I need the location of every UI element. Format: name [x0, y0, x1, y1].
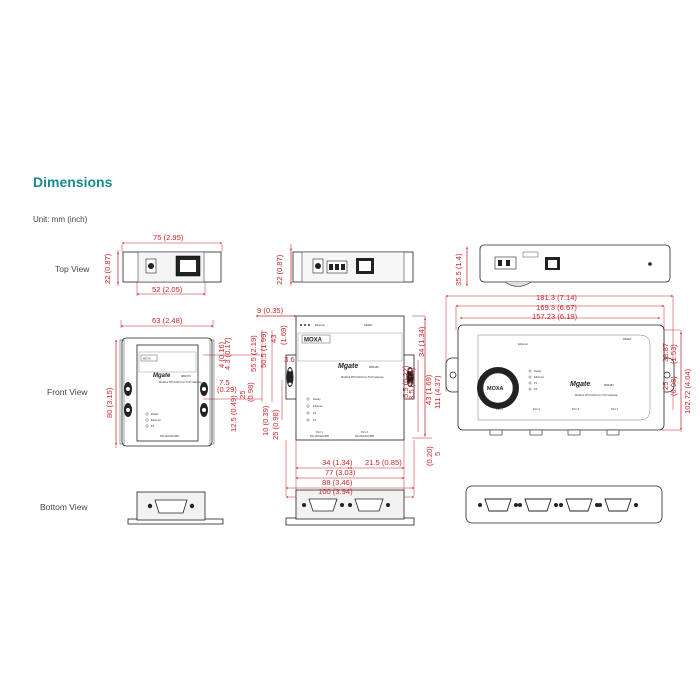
mb3180-brand: Mgate	[338, 363, 358, 370]
dim-34-vert: 34 (1.34)	[417, 326, 426, 357]
dim-88: 88 (3.46)	[322, 478, 353, 487]
dim-52: 52 (2.05)	[152, 285, 183, 294]
dim-7-5: 7.5	[219, 378, 230, 387]
dim-1-69-mid: (1.69)	[279, 325, 288, 345]
dim-5: 5	[433, 452, 442, 456]
dim-0-98-c: (0.98)	[669, 376, 678, 396]
mb3480-bottom-view	[465, 485, 663, 524]
dim-22-left: 22 (0.87)	[103, 253, 112, 284]
dim-0-20: (0.20)	[425, 446, 434, 466]
mb3180-ready-label: Ready	[313, 397, 321, 401]
dim-0-98-a: (0.98)	[246, 382, 255, 402]
mb3180-p1-label: P1	[313, 411, 317, 415]
mb3170-subtitle: Modbus RTU/ASCII-to-TCP Gateway	[159, 380, 202, 384]
mb3170-bottom-view	[127, 491, 224, 525]
mb3170-ready-label: Ready	[151, 412, 159, 416]
dim-25-a: 25	[238, 391, 247, 399]
dim-12-5: 12.5 (0.49)	[229, 395, 238, 432]
dim-3-5: 3.5 (0.14)	[407, 367, 416, 400]
mb3170-p1-label: P1	[151, 424, 155, 428]
dim-80: 80 (3.15)	[105, 387, 114, 418]
dim-4-3: 4.3 (0.17)	[223, 337, 232, 370]
mb3180-reset-label: RESET	[364, 323, 373, 327]
dim-102-72: 102.72 (4.04)	[683, 368, 692, 414]
mb3180-model: MB3180	[369, 365, 379, 369]
mb3180-port1-rs: RS-232/422/485	[310, 434, 329, 438]
dimension-labels: 75 (2.95) 22 (0.87) 52 (2.05) 63 (2.48) …	[103, 233, 692, 496]
dim-3-6: 3.6	[284, 355, 295, 364]
dim-38-87: 38.87	[661, 343, 670, 362]
dim-100: 100 (3.94)	[318, 487, 353, 496]
mb3180-port2-rs: RS-232/422/485	[355, 434, 374, 438]
top-view-label: Top View	[55, 264, 90, 274]
dim-34-horiz: 34 (1.34)	[322, 458, 353, 467]
moxa-logo-a: MOXA	[143, 357, 151, 361]
dim-21-5: 21.5 (0.85)	[365, 458, 402, 467]
dim-5-5: 5.5 (0.22)	[401, 365, 410, 398]
page-title: Dimensions	[33, 174, 113, 190]
dim-55-5: 55.5 (2.19)	[249, 335, 258, 372]
mb3480-p1-label: P1	[534, 381, 538, 385]
mb3480-port3-label: Port 3	[572, 407, 579, 411]
unit-note: Unit: mm (inch)	[33, 215, 88, 224]
dim-111: 111 (4.37)	[433, 375, 442, 409]
dim-25-b: 25 (0.98)	[271, 409, 280, 440]
mb3180-subtitle: Modbus RTU/ASCII-to-TCP Gateway	[341, 375, 384, 379]
dim-43-vert: 43 (1.69)	[424, 374, 433, 405]
mb3180-port1-label: Port 1	[316, 430, 323, 434]
moxa-logo-c: MOXA	[487, 386, 504, 392]
dim-75: 75 (2.95)	[153, 233, 184, 242]
mb3170-model: MB3170	[181, 374, 191, 378]
dim-10: 10 (0.39)	[261, 405, 270, 436]
dim-22-mid: 22 (0.87)	[275, 254, 284, 285]
mb3480-top-view	[479, 244, 671, 287]
mb3480-model: MB3480	[604, 383, 614, 387]
moxa-logo-b: MOXA	[304, 338, 323, 344]
dim-0-29: (0.29)	[217, 385, 237, 394]
mb3180-front-view: Ethernet RESET MOXA Mgate MB3180 Modbus …	[285, 315, 415, 441]
mb3170-front-view: MOXA Mgate MB3170 Modbus RTU/ASCII-to-TC…	[119, 337, 215, 447]
mb3480-ready-label: Ready	[534, 369, 542, 373]
mb3480-ethernet-label: Ethernet	[534, 375, 544, 379]
mb3480-port1-label: Port 1	[496, 407, 503, 411]
mb3480-p2-label: P2	[534, 387, 538, 391]
dim-43-mid: 43	[269, 335, 278, 343]
mb3480-brand: Mgate	[570, 381, 590, 388]
dim-181-3: 181.3 (7.14)	[536, 293, 577, 302]
dim-1-53: (1.53)	[669, 344, 678, 364]
dim-77: 77 (3.03)	[325, 468, 356, 477]
dim-157-23: 157.23 (6.19)	[532, 312, 578, 321]
mb3170-top-view	[122, 251, 222, 283]
dim-50-5: 50.5 (1.99)	[259, 331, 268, 368]
mb3180-top-view	[292, 251, 414, 283]
dim-9: 9 (0.35)	[257, 306, 284, 315]
mb3180-p2-label: P2	[313, 418, 317, 422]
mb3480-ethernet-top: Ethernet	[518, 342, 528, 346]
dim-35-5: 35.5 (1.4)	[454, 253, 463, 286]
dim-4: 4 (0.16)	[217, 341, 226, 368]
mb3480-reset-label: RESET	[623, 337, 632, 341]
mb3480-front-view: MOXA Mgate MB3480 Modbus RTU/ASCII-to-TC…	[445, 324, 675, 436]
front-view-label: Front View	[47, 387, 88, 397]
mb3480-port4-label: Port 4	[611, 407, 618, 411]
dim-169-3: 169.3 (6.67)	[536, 303, 577, 312]
mb3170-brand: Mgate	[153, 373, 171, 379]
dim-63: 63 (2.48)	[152, 316, 183, 325]
dim-25-c: 25	[661, 382, 670, 390]
mb3180-port2-label: Port 2	[361, 430, 368, 434]
mb3480-port2-label: Port 2	[533, 407, 540, 411]
mb3170-ethernet-label: Ethernet	[151, 418, 161, 422]
mb3180-ethernet-top: Ethernet	[315, 323, 325, 327]
mb3180-bottom-view	[285, 489, 415, 526]
mb3480-subtitle: Modbus RTU/ASCII-to-TCP Gateway	[575, 393, 618, 397]
mb3170-port-label: RS-232/422/485	[160, 434, 179, 438]
mb3180-ethernet-label: Ethernet	[313, 404, 323, 408]
bottom-view-label: Bottom View	[40, 502, 88, 512]
